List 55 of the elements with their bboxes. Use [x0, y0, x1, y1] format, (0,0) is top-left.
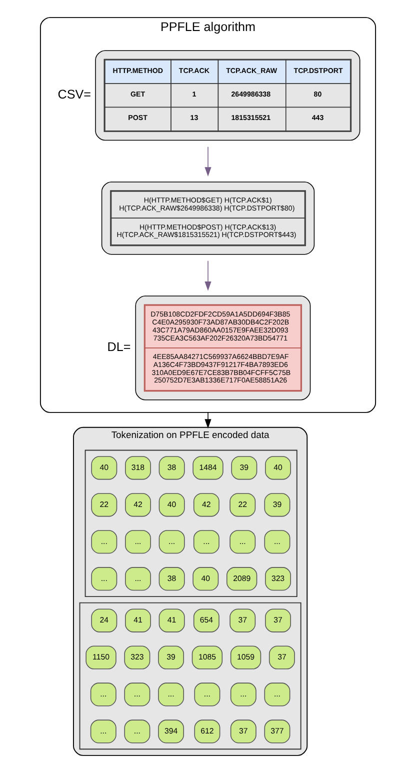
node-box: ... — [124, 682, 150, 706]
node-box: ... — [229, 530, 256, 554]
node-box: 377 — [264, 720, 290, 744]
node-box: 1150 — [85, 646, 116, 670]
node-box: 22 — [229, 493, 256, 517]
node-box: ... — [124, 720, 150, 744]
node-box: 2089 — [226, 567, 257, 591]
node-box: ... — [192, 530, 219, 554]
node-box: 37 — [264, 608, 290, 632]
node-box: 37 — [229, 608, 256, 632]
node-box: ... — [158, 530, 184, 554]
node-box: ... — [90, 682, 116, 706]
node-box: 22 — [90, 493, 117, 517]
node-box: 41 — [158, 608, 184, 632]
node-box: 42 — [124, 493, 150, 517]
node-box: 39 — [158, 646, 184, 670]
node-box: 612 — [194, 720, 220, 744]
node-box: 39 — [264, 493, 290, 517]
node-box: ... — [90, 530, 117, 554]
node-box: 1484 — [192, 456, 223, 480]
node-box: ... — [90, 720, 116, 744]
node-box: 323 — [264, 567, 290, 591]
node-box: 41 — [124, 608, 150, 632]
node-box: 37 — [268, 646, 294, 670]
node-box: ... — [194, 682, 220, 706]
node-box: 394 — [158, 720, 184, 744]
cluster — [78, 602, 301, 750]
node-box: 40 — [192, 567, 218, 591]
node-box: 318 — [124, 456, 150, 480]
node-box: 40 — [264, 456, 290, 480]
node-box: ... — [158, 682, 184, 706]
node-box: 40 — [158, 493, 184, 517]
node-box: ... — [124, 567, 150, 591]
cluster — [84, 450, 297, 598]
arrow — [204, 412, 211, 429]
arrow — [204, 260, 211, 291]
node-label: DL= — [106, 340, 130, 354]
node-box: 39 — [230, 456, 257, 480]
node-box: ... — [124, 530, 150, 554]
node-box: 40 — [90, 456, 117, 480]
node-label: CSV= — [57, 87, 90, 102]
node-box: 42 — [192, 493, 219, 517]
node-box: ... — [264, 682, 290, 706]
arrow — [204, 146, 211, 177]
node-box: 24 — [90, 608, 117, 632]
node-box: ... — [230, 682, 256, 706]
node-box: 323 — [124, 646, 150, 670]
node-box: 1059 — [230, 646, 261, 670]
node-box: 654 — [192, 608, 219, 632]
node-box: ... — [264, 530, 290, 554]
node-box: 37 — [230, 720, 256, 744]
node-box: 1085 — [191, 646, 222, 670]
node-box: ... — [90, 567, 117, 591]
node-box: 38 — [158, 456, 184, 480]
node-box: 38 — [158, 567, 184, 591]
